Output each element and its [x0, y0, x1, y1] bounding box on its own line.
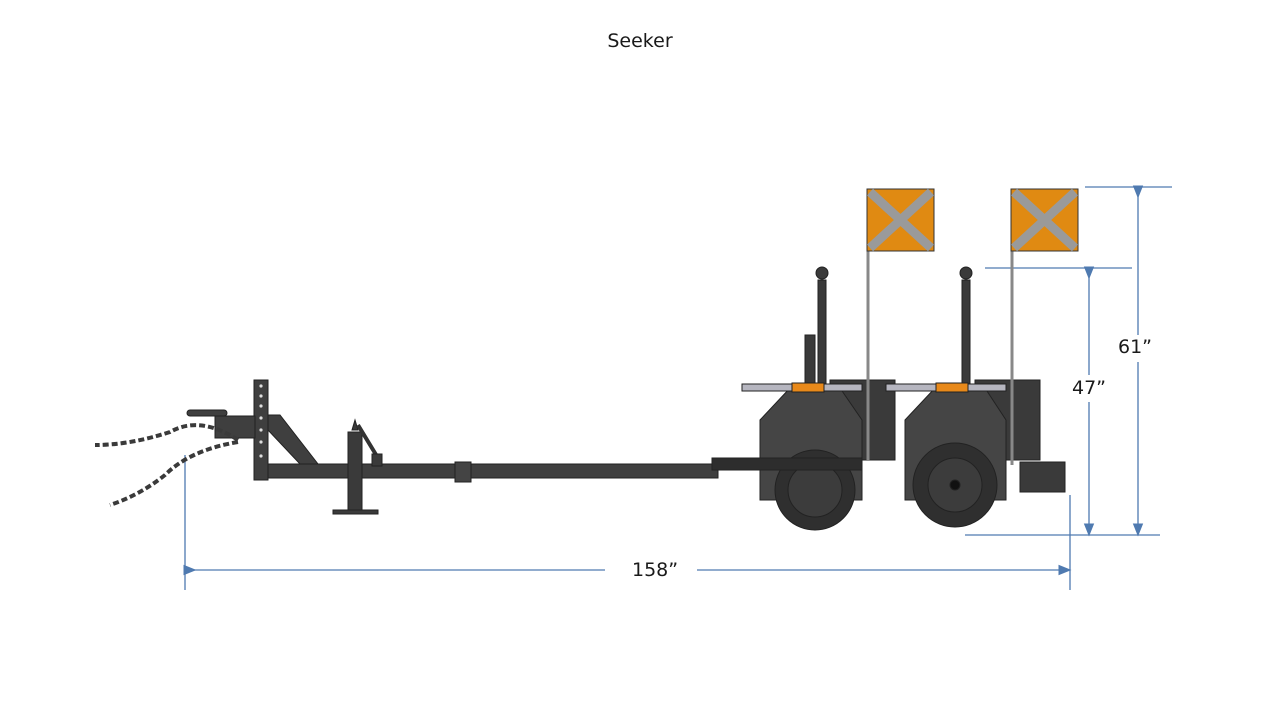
overall-height-label: 61”: [1114, 336, 1157, 358]
unit-1: [711, 266, 896, 531]
tongue-collar: [454, 461, 472, 483]
unit-2: [885, 266, 1066, 528]
drawing-title: Seeker: [607, 30, 673, 52]
overall-length-label: 158”: [628, 559, 683, 581]
tow-hitch: [186, 379, 719, 481]
jack-stand: [332, 418, 383, 515]
warning-flag-2: [1010, 188, 1079, 465]
dimension-lines: [183, 185, 1172, 590]
warning-flag-1: [866, 188, 935, 460]
unit-height-label: 47”: [1068, 377, 1111, 399]
safety-chains: [94, 423, 240, 507]
